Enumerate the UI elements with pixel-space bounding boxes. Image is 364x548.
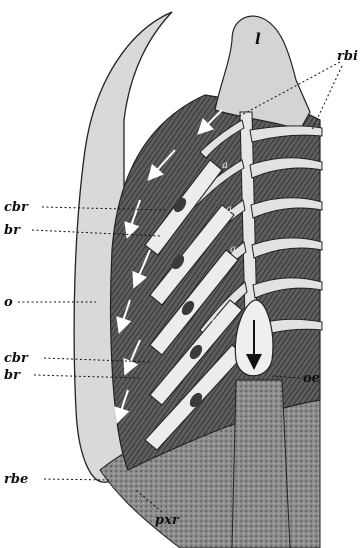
- label-o: o: [4, 295, 13, 310]
- label-pxr: pxr: [155, 513, 180, 528]
- mark-a: a: [230, 244, 236, 255]
- label-rbi: rbi: [337, 49, 358, 64]
- mark-a: a: [210, 270, 216, 281]
- label-rbe: rbe: [4, 472, 28, 487]
- label-oe: oe: [303, 371, 320, 386]
- label-br-lower: br: [4, 368, 21, 383]
- upper-lobe: [215, 16, 310, 130]
- mark-a: a: [212, 314, 218, 325]
- mark-a: a: [226, 204, 232, 215]
- mark-a: a: [222, 160, 228, 171]
- label-l: l: [255, 30, 261, 48]
- label-cbr-lower: cbr: [4, 351, 29, 366]
- label-br-upper: br: [4, 223, 21, 238]
- pharynx-tube: [232, 380, 290, 548]
- label-cbr-upper: cbr: [4, 200, 29, 215]
